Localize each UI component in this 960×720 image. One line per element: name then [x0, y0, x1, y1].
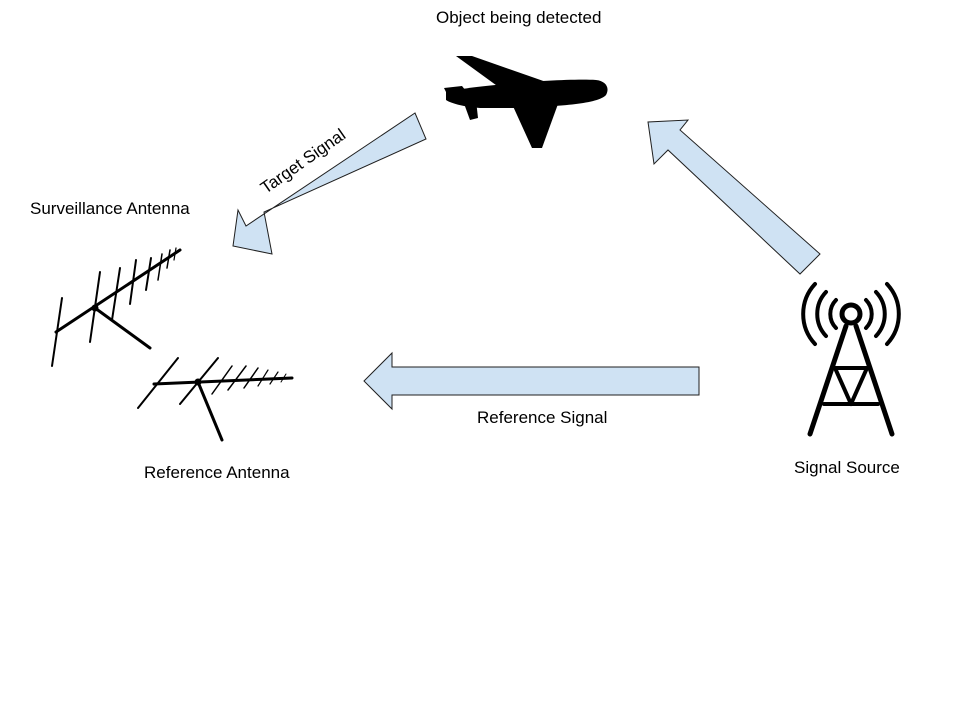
- reference-antenna-label: Reference Antenna: [144, 463, 290, 482]
- radio-tower-icon: [801, 282, 901, 437]
- target-signal-arrow: [232, 112, 427, 255]
- signal-source-label: Signal Source: [794, 458, 900, 477]
- source-to-object-arrow: [647, 119, 821, 275]
- object-label: Object being detected: [436, 8, 602, 27]
- reference-antenna-icon: [137, 357, 294, 442]
- reference-signal-arrow: [363, 351, 700, 411]
- surveillance-antenna-label: Surveillance Antenna: [30, 199, 190, 218]
- reference-signal-label: Reference Signal: [477, 408, 608, 427]
- airplane-icon: [444, 56, 608, 148]
- surveillance-antenna-icon: [51, 247, 182, 367]
